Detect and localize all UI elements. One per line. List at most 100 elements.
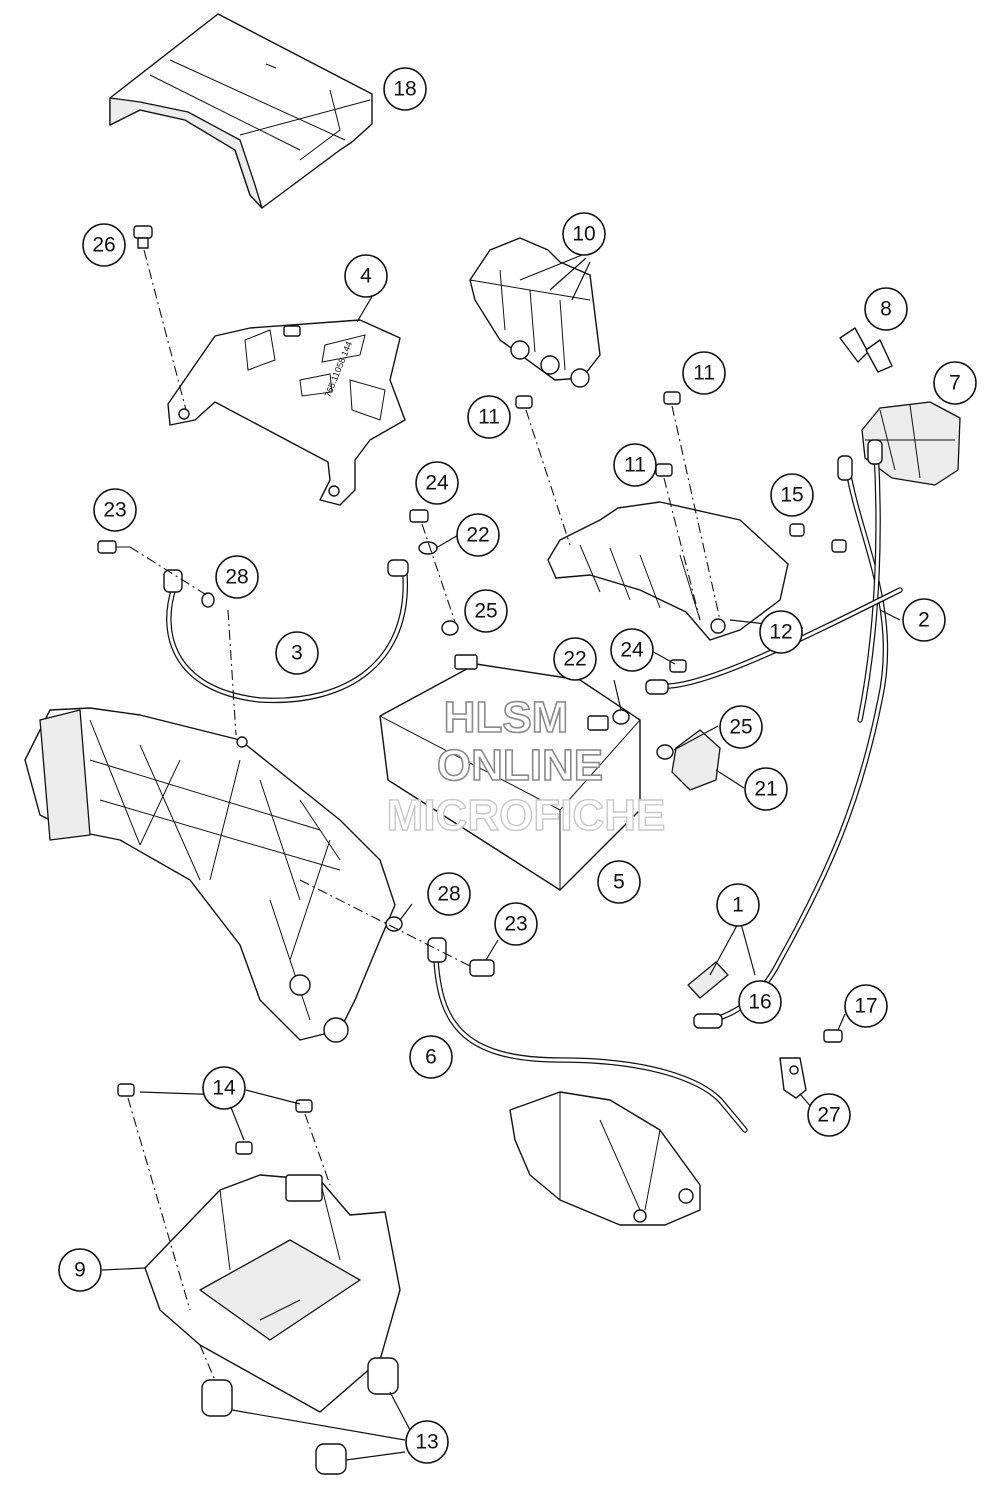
callout-28: 28 bbox=[215, 555, 259, 599]
callout-number: 10 bbox=[572, 223, 595, 246]
callout-number: 22 bbox=[466, 524, 489, 547]
callout-number: 12 bbox=[769, 621, 792, 644]
callout-23: 23 bbox=[93, 488, 137, 532]
callout-number: 27 bbox=[817, 1104, 840, 1127]
callout-28: 28 bbox=[427, 872, 471, 916]
fuse-pair-part bbox=[839, 327, 893, 373]
callout-23: 23 bbox=[494, 902, 538, 946]
callout-number: 8 bbox=[880, 298, 892, 321]
callout-number: 24 bbox=[620, 639, 644, 662]
callout-11: 11 bbox=[682, 351, 726, 395]
callout-circle bbox=[494, 902, 538, 946]
callout-18: 18 bbox=[383, 67, 427, 111]
bracket-27-part bbox=[779, 1057, 807, 1099]
callout-5: 5 bbox=[597, 860, 641, 904]
callout-circle bbox=[344, 254, 388, 298]
mounting-bracket-part: 765.11058.144 bbox=[167, 319, 406, 506]
washer-bolt-lower-part bbox=[385, 916, 495, 977]
callout-number: 1 bbox=[732, 894, 744, 917]
callout-number: 24 bbox=[425, 472, 449, 495]
terminal-cover-part bbox=[671, 729, 721, 791]
callout-circle bbox=[682, 351, 726, 395]
callout-circle bbox=[427, 872, 471, 916]
callout-17: 17 bbox=[844, 984, 888, 1028]
callout-number: 17 bbox=[854, 995, 877, 1018]
callout-circle bbox=[613, 443, 657, 487]
callout-number: 13 bbox=[415, 1431, 438, 1454]
callout-circle bbox=[405, 1420, 449, 1464]
assembly-centerlines bbox=[127, 249, 721, 1379]
callout-circle bbox=[933, 361, 977, 405]
callout-number: 23 bbox=[504, 913, 527, 936]
callout-circle bbox=[202, 1066, 246, 1110]
callout-11: 11 bbox=[613, 443, 657, 487]
callout-number: 11 bbox=[478, 406, 500, 429]
callout-number: 14 bbox=[212, 1077, 236, 1100]
callout-number: 6 bbox=[425, 1046, 437, 1069]
callout-13: 13 bbox=[405, 1420, 449, 1464]
callout-circle bbox=[597, 860, 641, 904]
callout-circle bbox=[864, 287, 908, 331]
bolt-24-lower-part bbox=[669, 659, 687, 673]
watermark: HLSM ONLINE MICROFICHE bbox=[386, 692, 666, 841]
callout-circle bbox=[383, 67, 427, 111]
callout-circle bbox=[844, 984, 888, 1028]
callout-circle bbox=[215, 555, 259, 599]
callout-circle bbox=[902, 598, 946, 642]
callout-circle bbox=[716, 883, 760, 927]
callout-number: 28 bbox=[437, 883, 460, 906]
callout-9: 9 bbox=[58, 1248, 102, 1292]
callout-11: 11 bbox=[467, 395, 511, 439]
cable-connector-part bbox=[687, 961, 729, 1029]
callout-number: 16 bbox=[748, 991, 771, 1014]
callout-number: 2 bbox=[918, 609, 930, 632]
callout-21: 21 bbox=[744, 767, 788, 811]
callout-number: 11 bbox=[693, 362, 715, 385]
callout-circle bbox=[719, 705, 763, 749]
callout-circle bbox=[744, 767, 788, 811]
callout-24: 24 bbox=[415, 461, 459, 505]
bolts-11-part bbox=[515, 391, 681, 477]
callout-circle bbox=[759, 610, 803, 654]
bolt-26-part bbox=[133, 225, 153, 249]
callout-10: 10 bbox=[562, 212, 606, 256]
callout-circle bbox=[464, 589, 508, 633]
callout-number: 15 bbox=[780, 484, 803, 507]
callout-8: 8 bbox=[864, 287, 908, 331]
callout-circle bbox=[275, 631, 319, 675]
battery-part bbox=[379, 654, 641, 891]
callout-circle bbox=[738, 980, 782, 1024]
callout-circle bbox=[58, 1248, 102, 1292]
callout-number: 25 bbox=[729, 716, 752, 739]
starter-cable-part bbox=[427, 937, 748, 1133]
watermark-line-2: ONLINE bbox=[437, 741, 603, 790]
callout-circle bbox=[807, 1093, 851, 1137]
callout-number: 22 bbox=[563, 648, 586, 671]
callout-3: 3 bbox=[275, 631, 319, 675]
callout-22: 22 bbox=[456, 513, 500, 557]
callout-number: 18 bbox=[393, 78, 416, 101]
ground-cable-part bbox=[163, 559, 409, 704]
frame-part bbox=[24, 707, 396, 1043]
callout-6: 6 bbox=[409, 1035, 453, 1079]
callout-7: 7 bbox=[933, 361, 977, 405]
callout-number: 5 bbox=[613, 871, 625, 894]
callout-14: 14 bbox=[202, 1066, 246, 1110]
callout-circle bbox=[456, 513, 500, 557]
callout-circle bbox=[562, 212, 606, 256]
watermark-line-3: MICROFICHE bbox=[387, 791, 666, 840]
callout-number: 23 bbox=[103, 499, 126, 522]
callout-circle bbox=[82, 223, 126, 267]
watermark-line-1: HLSM bbox=[444, 693, 569, 742]
callout-circle bbox=[610, 628, 654, 672]
relay-block-part bbox=[469, 237, 601, 388]
rubber-feet-part bbox=[201, 1357, 399, 1475]
callout-24: 24 bbox=[610, 628, 654, 672]
bolts-14-part bbox=[117, 1083, 313, 1155]
callout-number: 21 bbox=[754, 778, 777, 801]
callout-circle bbox=[467, 395, 511, 439]
callout-number: 3 bbox=[291, 642, 303, 665]
